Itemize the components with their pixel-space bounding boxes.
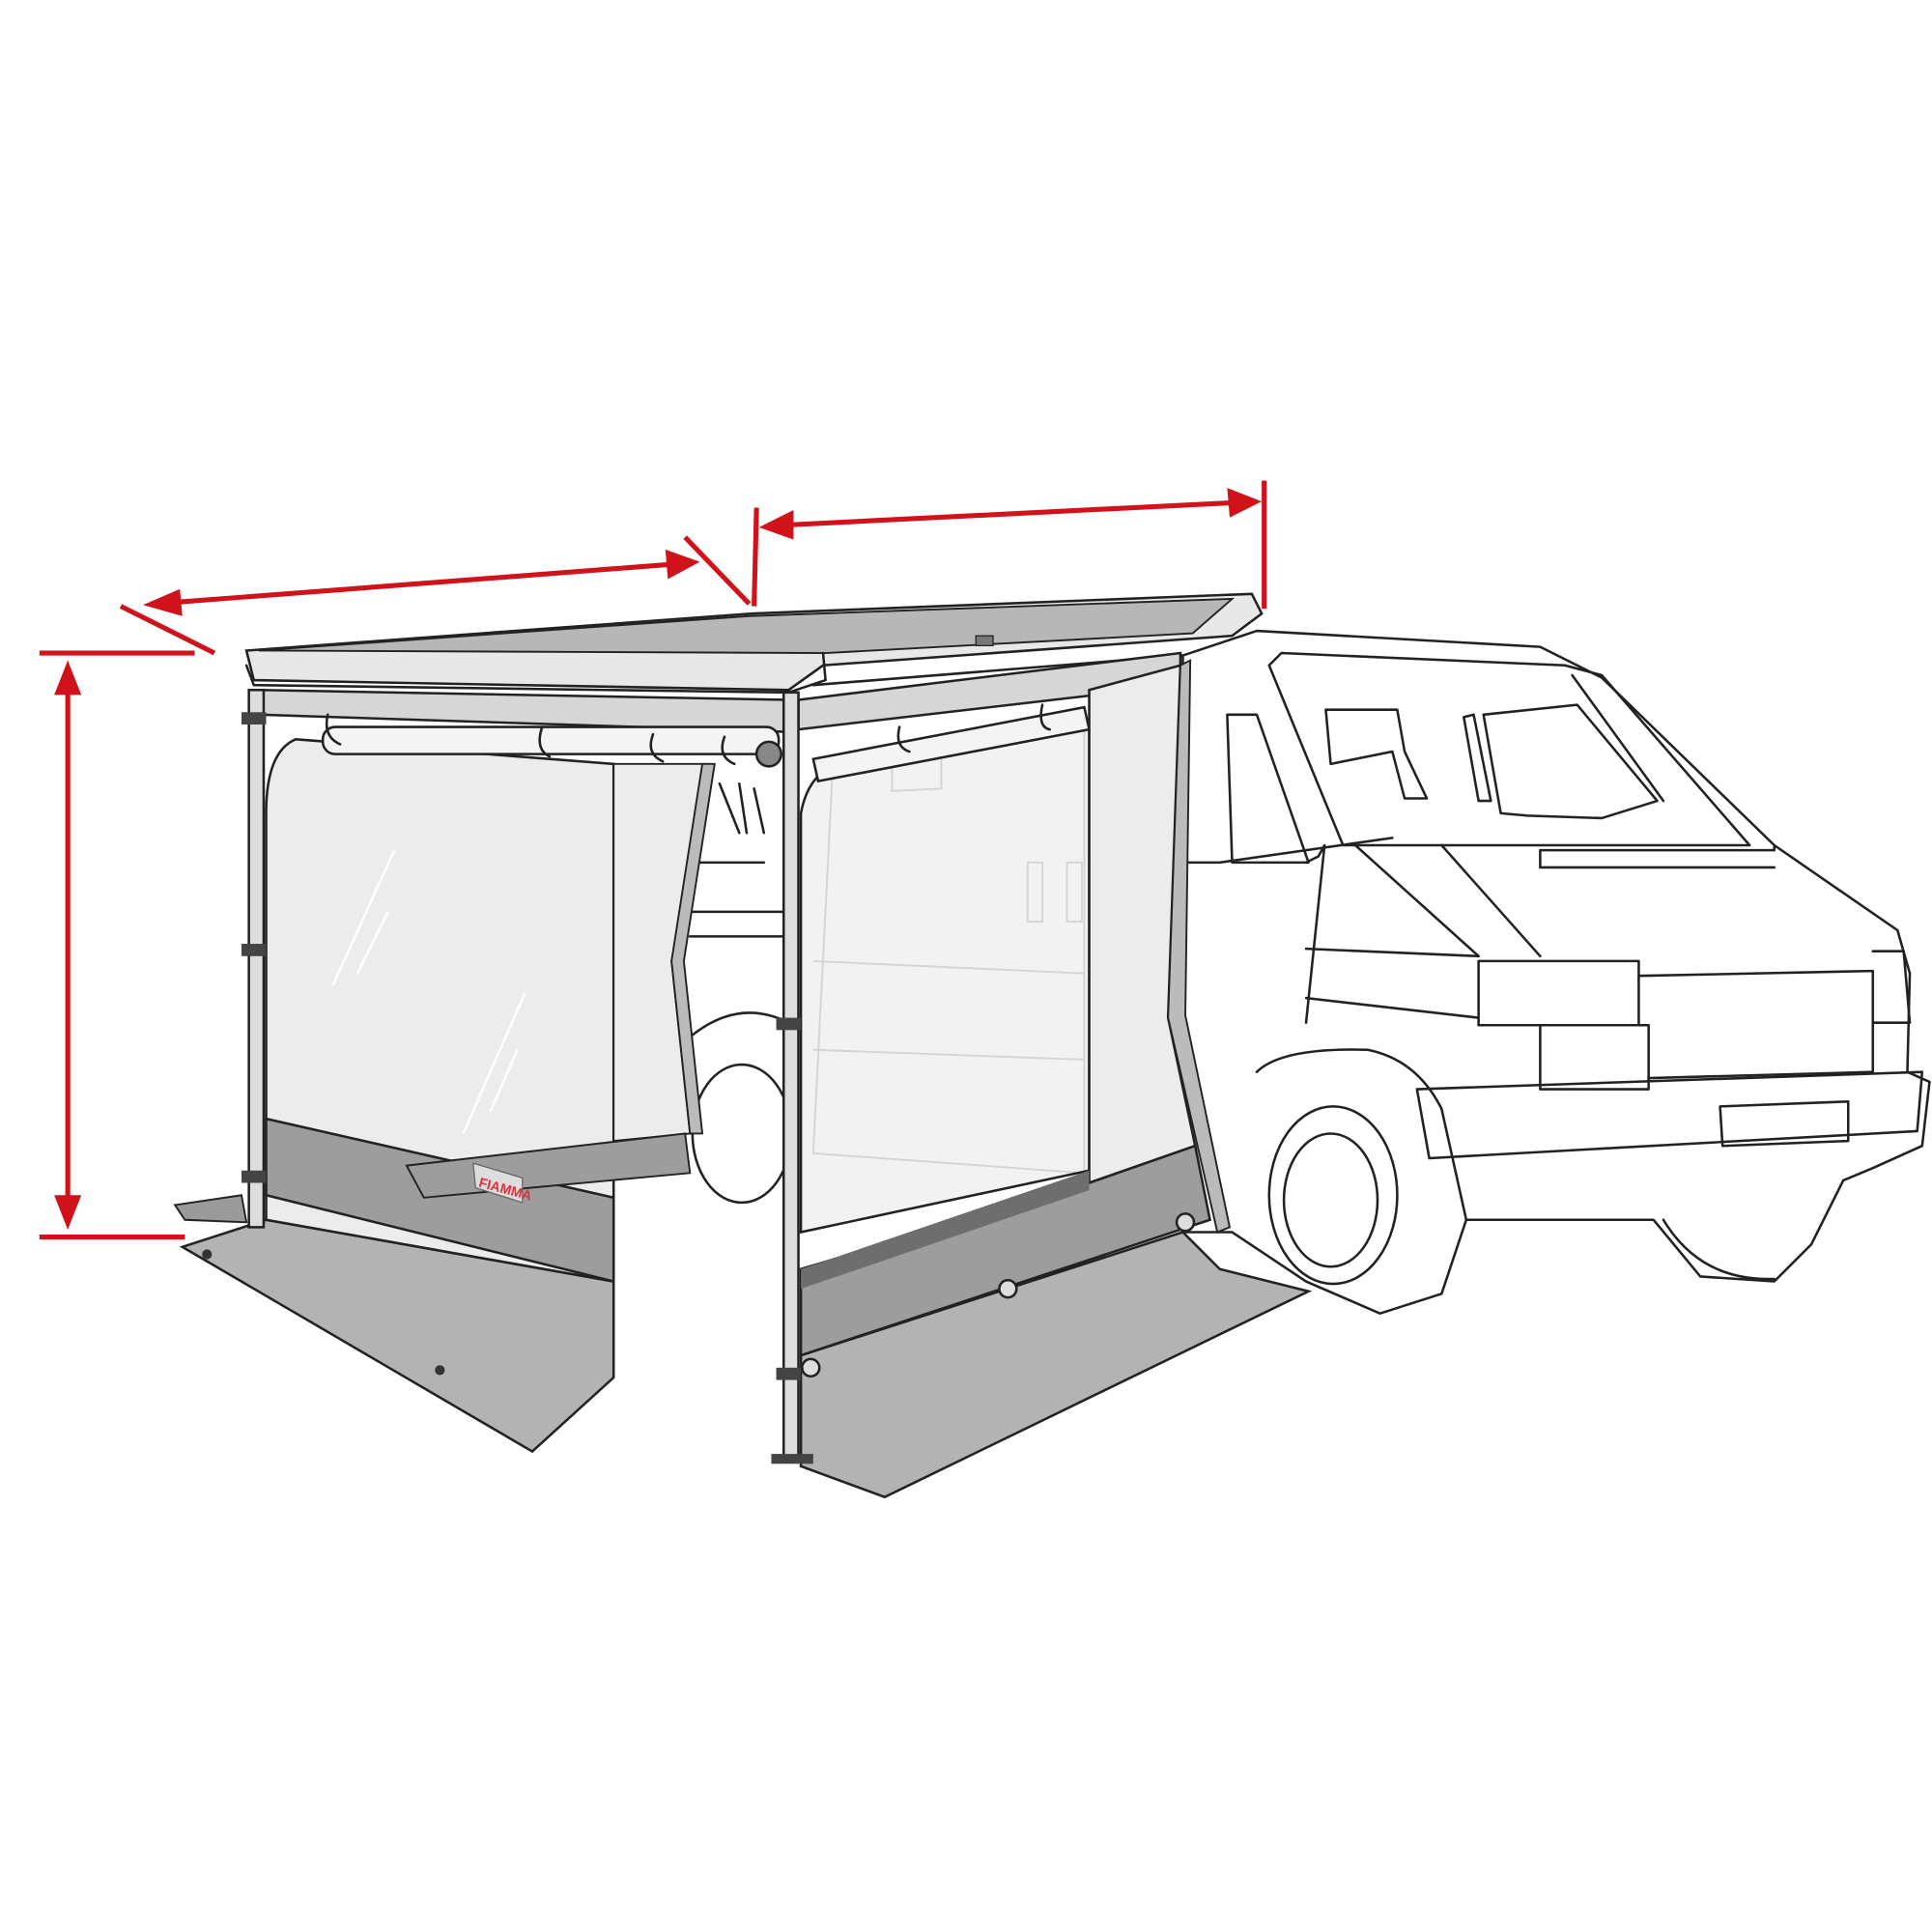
right-pole: [771, 691, 813, 1464]
depth-dimension-arrow: [119, 535, 752, 656]
roller-bar-side: [811, 703, 1092, 783]
height-dimension-arrow: [39, 650, 195, 1240]
length-dimension-arrow: [752, 480, 1267, 610]
van: [1181, 629, 1931, 1315]
front-valance: [257, 688, 790, 733]
awning-case: [244, 592, 1264, 695]
side-wall-panel: [1088, 664, 1197, 1185]
ground-pegs: [202, 1212, 1196, 1378]
left-ground-flap: [173, 1194, 248, 1224]
roller-bar-front: [321, 713, 782, 768]
side-mesh-panel: [799, 725, 1091, 1235]
left-pole: [242, 689, 267, 1229]
